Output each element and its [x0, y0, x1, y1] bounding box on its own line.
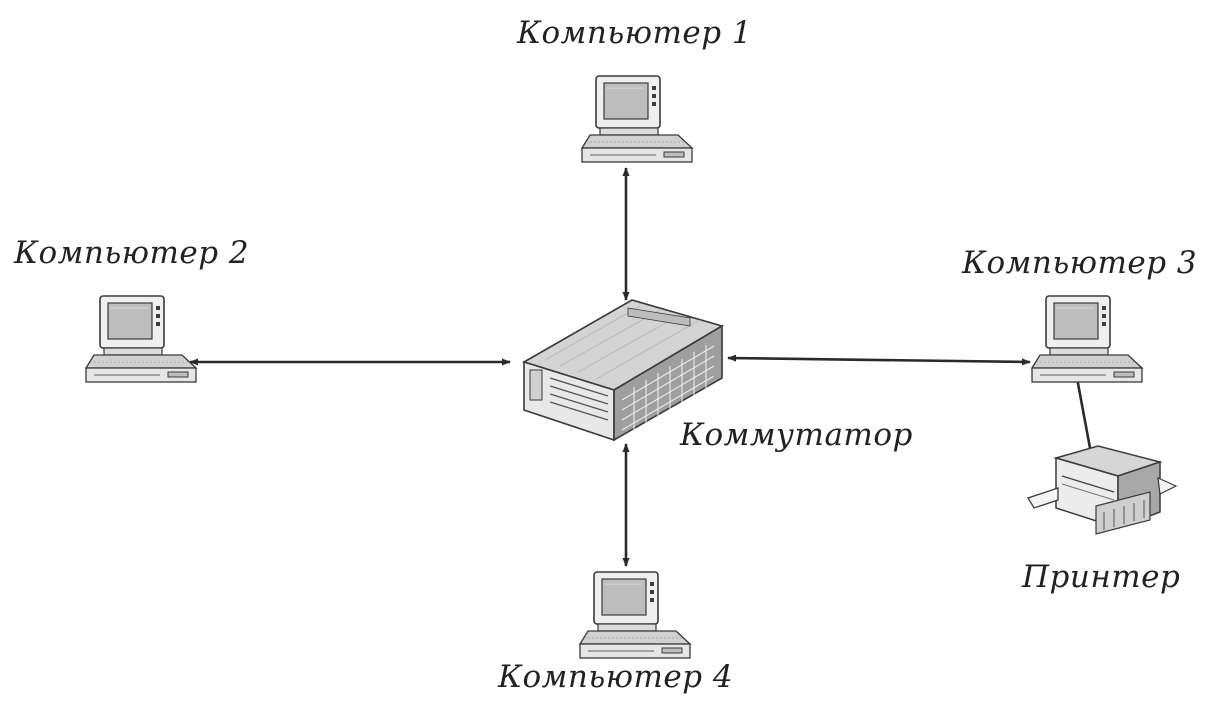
switch-label: Коммутатор: [680, 417, 913, 453]
switch-icon: [522, 299, 724, 442]
link-switch-computer3: [727, 354, 1031, 366]
computer-1-label: Компьютер 1: [517, 15, 753, 51]
computer-3-icon: [1031, 295, 1143, 383]
computer-1-icon: [581, 75, 693, 163]
connections: [189, 167, 1092, 567]
computer-2-icon: [85, 295, 197, 383]
printer-label: Принтер: [1022, 559, 1181, 595]
printer-icon: [1027, 445, 1178, 535]
link-computer3-printer: [1075, 377, 1092, 449]
computer-3-label: Компьютер 3: [962, 245, 1198, 281]
computer-4-label: Компьютер 4: [498, 659, 734, 695]
computer-2-label: Компьютер 2: [14, 235, 250, 271]
computer-4-icon: [579, 571, 691, 659]
